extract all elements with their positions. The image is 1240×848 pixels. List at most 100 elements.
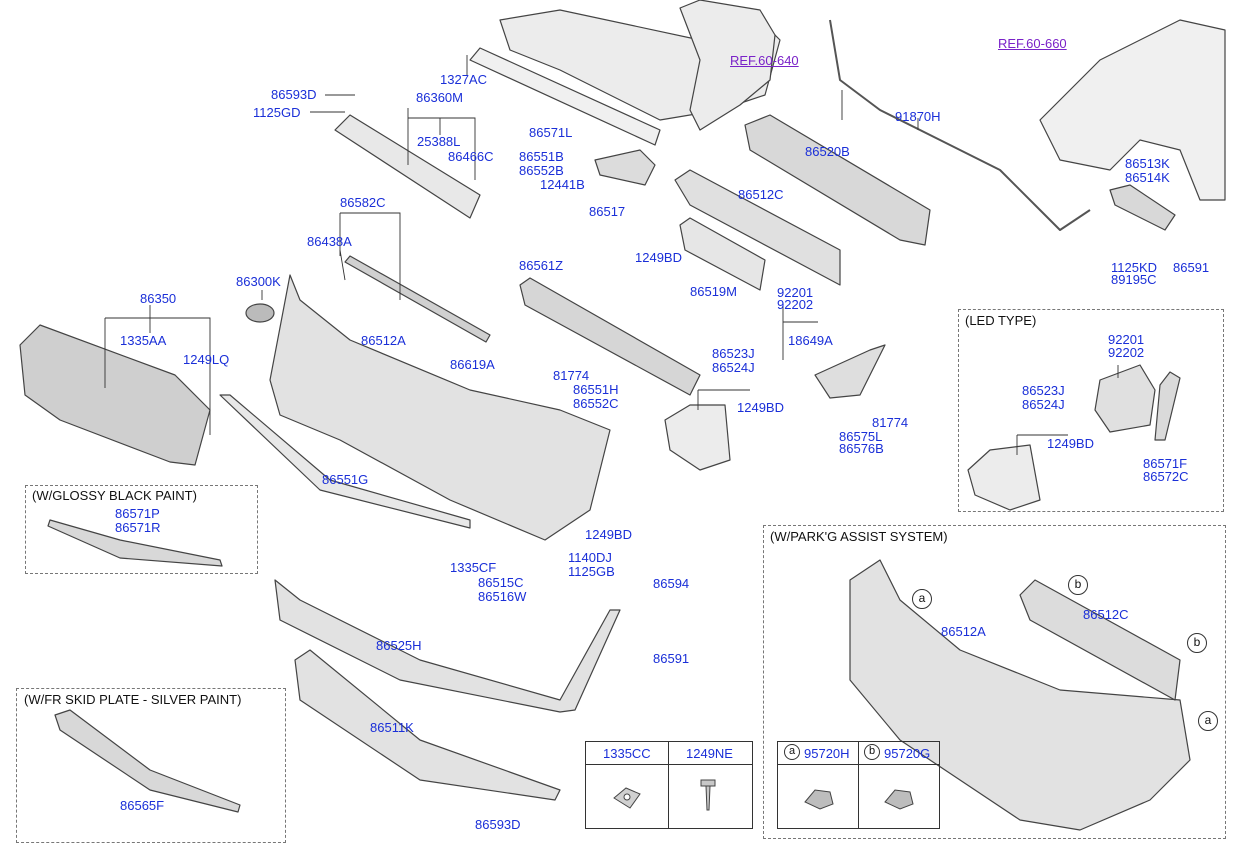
part-86582c[interactable]: 86582C xyxy=(340,195,386,210)
fender xyxy=(1039,19,1226,201)
part-86561z[interactable]: 86561Z xyxy=(519,258,564,273)
callout-b-reinforcement-top: b xyxy=(1068,575,1088,595)
part-81774-a[interactable]: 81774 xyxy=(553,368,590,383)
part-86466c[interactable]: 86466C xyxy=(448,149,494,164)
sensor-table: a 95720H b 95720G xyxy=(777,741,940,829)
part-1249bd-a[interactable]: 1249BD xyxy=(635,250,682,265)
skid-plate-panel xyxy=(16,688,286,843)
part-86552c[interactable]: 86552C xyxy=(573,396,619,411)
part-1335aa[interactable]: 1335AA xyxy=(120,333,167,348)
part-86520b[interactable]: 86520B xyxy=(805,144,850,159)
part-86360m[interactable]: 86360M xyxy=(416,90,463,105)
part-86512a[interactable]: 86512A xyxy=(361,333,406,348)
part-1125kd[interactable]: 1125KD xyxy=(1111,260,1158,275)
led-part-92201[interactable]: 92201 xyxy=(1108,332,1145,347)
led-part-92202[interactable]: 92202 xyxy=(1108,345,1145,360)
part-86591-mid[interactable]: 86591 xyxy=(653,651,690,666)
upper-moulding xyxy=(344,255,491,343)
part-1249lq[interactable]: 1249LQ xyxy=(183,352,230,367)
glossy-black-paint-caption: (W/GLOSSY BLACK PAINT) xyxy=(32,488,197,503)
part-91870h[interactable]: 91870H xyxy=(895,109,941,124)
fog-lamp-bezel xyxy=(664,404,731,471)
lower-bumper-cover xyxy=(274,579,621,713)
parking-part-86512a[interactable]: 86512A xyxy=(941,624,986,639)
part-12441b[interactable]: 12441B xyxy=(540,177,585,192)
fastener-1335cc[interactable]: 1335CC xyxy=(603,746,651,761)
part-81774-b[interactable]: 81774 xyxy=(872,415,909,430)
part-86516w[interactable]: 86516W xyxy=(478,589,527,604)
part-18649a[interactable]: 18649A xyxy=(788,333,833,348)
fastener-1249ne[interactable]: 1249NE xyxy=(686,746,733,761)
part-86551g[interactable]: 86551G xyxy=(322,472,369,487)
part-86525h[interactable]: 86525H xyxy=(376,638,422,653)
part-86300k[interactable]: 86300K xyxy=(236,274,281,289)
sensor-a-part[interactable]: 95720H xyxy=(804,746,850,761)
front-end-frame xyxy=(679,0,776,131)
part-1327ac[interactable]: 1327AC xyxy=(440,72,487,87)
part-86438a[interactable]: 86438A xyxy=(307,234,352,249)
part-25388l[interactable]: 25388L xyxy=(417,134,461,149)
part-92202[interactable]: 92202 xyxy=(777,297,814,312)
bracket-86551b xyxy=(594,149,656,186)
parking-assist-caption: (W/PARK'G ASSIST SYSTEM) xyxy=(770,529,948,544)
part-86514k[interactable]: 86514K xyxy=(1125,170,1170,185)
lower-lip-moulding xyxy=(219,394,471,529)
part-1125gd[interactable]: 1125GD xyxy=(253,105,301,120)
part-86515c[interactable]: 86515C xyxy=(478,575,524,590)
skid-plate-silver xyxy=(54,709,241,813)
part-1335cf[interactable]: 1335CF xyxy=(450,560,497,575)
part-86565f[interactable]: 86565F xyxy=(120,798,165,813)
part-86512c[interactable]: 86512C xyxy=(738,187,784,202)
part-86513k[interactable]: 86513K xyxy=(1125,156,1170,171)
part-86523j[interactable]: 86523J xyxy=(712,346,755,361)
part-86619a[interactable]: 86619A xyxy=(450,357,495,372)
part-86571p[interactable]: 86571P xyxy=(115,506,160,521)
part-86571r[interactable]: 86571R xyxy=(115,520,161,535)
part-86551h[interactable]: 86551H xyxy=(573,382,619,397)
part-92201[interactable]: 92201 xyxy=(777,285,814,300)
sensor-b-callout: b xyxy=(864,744,880,760)
reference-label-60-660[interactable]: REF.60-660 xyxy=(998,36,1067,51)
part-1125gb[interactable]: 1125GB xyxy=(568,564,615,579)
reference-label-60-640[interactable]: REF.60-640 xyxy=(730,53,799,68)
led-part-86523j[interactable]: 86523J xyxy=(1022,383,1065,398)
led-part-86572c[interactable]: 86572C xyxy=(1143,469,1189,484)
energy-absorber xyxy=(744,114,931,246)
part-1249bd-c[interactable]: 1249BD xyxy=(585,527,632,542)
led-type-panel xyxy=(958,309,1224,512)
part-86591-top[interactable]: 86591 xyxy=(1173,260,1210,275)
part-86517[interactable]: 86517 xyxy=(589,204,626,219)
led-part-86571f[interactable]: 86571F xyxy=(1143,456,1188,471)
part-86594[interactable]: 86594 xyxy=(653,576,690,591)
part-86552b[interactable]: 86552B xyxy=(519,163,564,178)
parking-part-86512c[interactable]: 86512C xyxy=(1083,607,1129,622)
part-1140dj[interactable]: 1140DJ xyxy=(568,550,612,565)
front-bumper-cover xyxy=(269,274,611,541)
led-part-86524j[interactable]: 86524J xyxy=(1022,397,1065,412)
part-1249bd-b[interactable]: 1249BD xyxy=(737,400,784,415)
part-86593d-top[interactable]: 86593D xyxy=(271,87,317,102)
sensor-b-icon xyxy=(884,789,914,810)
part-86350[interactable]: 86350 xyxy=(140,291,177,306)
parking-assist-panel xyxy=(763,525,1226,839)
skid-moulding xyxy=(294,649,561,801)
callout-b-reinforcement-side: b xyxy=(1187,633,1207,653)
part-86576b[interactable]: 86576B xyxy=(839,441,884,456)
part-86593d-bottom[interactable]: 86593D xyxy=(475,817,521,832)
part-86519m[interactable]: 86519M xyxy=(690,284,737,299)
park-assist-reinforcement xyxy=(1019,579,1181,701)
part-86575l[interactable]: 86575L xyxy=(839,429,883,444)
led-part-1249bd[interactable]: 1249BD xyxy=(1047,436,1094,451)
sensor-a-callout: a xyxy=(784,744,800,760)
part-86511k[interactable]: 86511K xyxy=(370,720,414,735)
upper-grille-frame xyxy=(334,114,481,219)
led-strip xyxy=(1154,371,1181,441)
wiring-harness xyxy=(829,19,1091,231)
park-assist-bumper xyxy=(849,559,1191,831)
part-86524j[interactable]: 86524J xyxy=(712,360,755,375)
part-89195c[interactable]: 89195C xyxy=(1111,272,1157,287)
part-86551b[interactable]: 86551B xyxy=(519,149,564,164)
sensor-b-part[interactable]: 95720G xyxy=(884,746,931,761)
part-86571l[interactable]: 86571L xyxy=(529,125,573,140)
